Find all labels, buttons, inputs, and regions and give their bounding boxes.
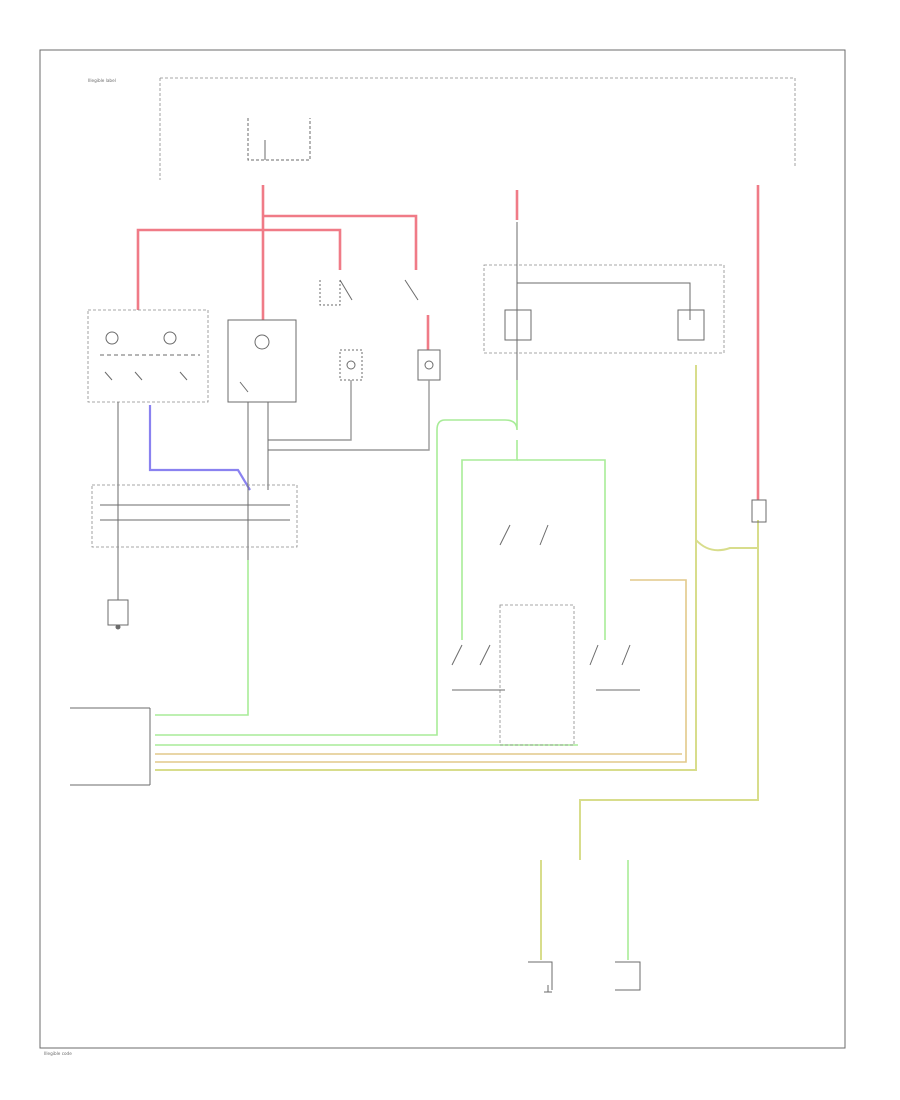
bottom-right-switch — [615, 961, 641, 991]
relay-coil-left — [504, 309, 532, 341]
lower-switch-arms-left — [451, 644, 491, 666]
note-line: Illegible label — [88, 78, 116, 83]
gray-return-1 — [268, 380, 352, 441]
red-mid-branch — [263, 228, 342, 270]
center-module-contact — [239, 381, 249, 393]
bottom-ground — [544, 985, 552, 993]
tan-wire — [155, 579, 687, 763]
red-left-branch — [136, 228, 263, 310]
yellow-ecm-line — [155, 540, 697, 771]
lower-switch-frame — [499, 604, 575, 746]
relay-bus-top — [517, 282, 691, 320]
green-branch-right — [517, 459, 606, 640]
fuse-box-top — [247, 118, 311, 161]
footer-code: Illegible code — [44, 1051, 72, 1056]
left-module — [87, 309, 209, 403]
left-sensor — [107, 599, 129, 626]
connector-bus-lines — [100, 504, 290, 521]
red-right-branch — [263, 214, 418, 270]
yellow-relay-return — [695, 365, 758, 552]
lower-switch-arms-right — [589, 644, 631, 666]
right-lamp — [751, 499, 767, 523]
left-module-lamp-a — [105, 331, 119, 345]
left-connector-block — [91, 484, 298, 548]
green-wire-center-to-ecm — [155, 560, 249, 716]
center-module-lamp — [254, 334, 270, 350]
green-wire-loop — [155, 380, 518, 736]
mid-switch-arms — [499, 524, 549, 546]
switch-arm-1 — [339, 279, 353, 301]
center-module — [227, 319, 297, 403]
relay-coil-right — [677, 309, 705, 341]
lamp-bulb-2 — [424, 360, 434, 370]
yellow-right-drop — [579, 520, 759, 860]
bottom-left-switch — [528, 961, 553, 990]
left-module-lamp-b — [163, 331, 177, 345]
switch-block-1 — [319, 280, 341, 306]
ecm-frame — [70, 707, 150, 786]
left-module-contacts — [104, 371, 188, 381]
diagram-border — [39, 49, 846, 1049]
lamp-housing-2 — [417, 349, 441, 381]
gray-return-2 — [268, 380, 430, 451]
lamp-bulb-1 — [346, 360, 356, 370]
switch-arm-2 — [404, 279, 419, 301]
lamp-housing-1 — [339, 349, 363, 381]
top-dash-run — [160, 77, 796, 168]
top-left-note: Illegible label — [88, 78, 116, 83]
green-branch-left — [461, 440, 518, 640]
relay-box — [483, 264, 725, 354]
left-ground-dot — [115, 624, 121, 630]
blue-wire — [148, 405, 251, 491]
